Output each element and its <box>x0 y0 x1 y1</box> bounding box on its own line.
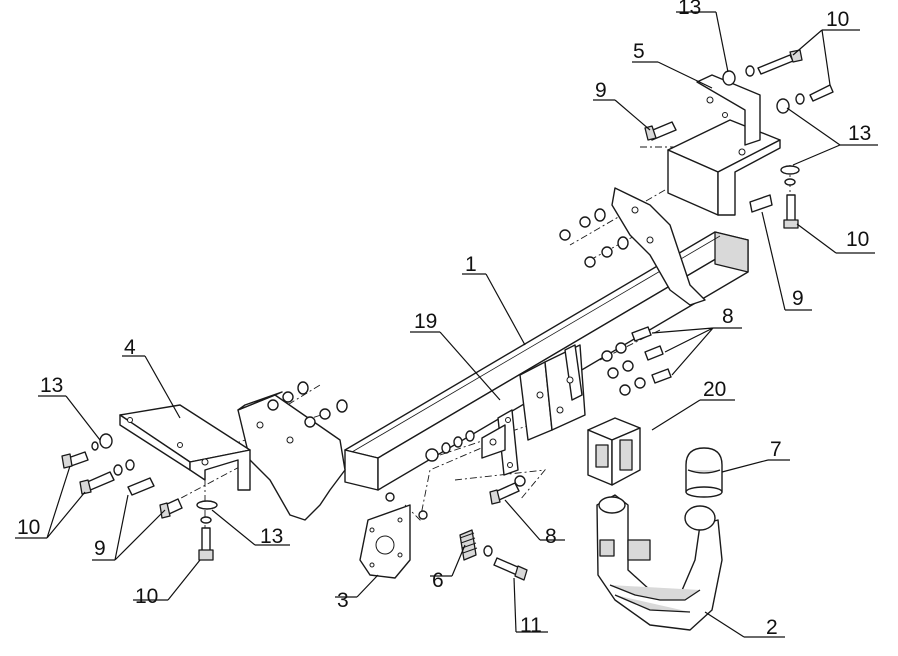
ball-cover-cap <box>685 447 723 498</box>
fasteners-mid-right <box>559 208 629 268</box>
callout-9-top: 9 <box>595 79 607 102</box>
callout-10-left: 10 <box>17 516 40 539</box>
callout-8-upper: 8 <box>722 305 734 328</box>
callout-labels: 1 2 3 4 5 6 7 8 8 9 9 9 10 10 10 10 11 1… <box>17 0 871 639</box>
callout-2: 2 <box>766 616 778 639</box>
right-side-plate <box>611 187 706 306</box>
callout-8-lower: 8 <box>545 525 557 548</box>
fasteners-8-group <box>601 326 672 396</box>
socket-plate <box>359 504 411 579</box>
socket-holder-plate <box>481 409 519 476</box>
callout-1: 1 <box>465 253 477 276</box>
tow-ball-arm <box>596 494 723 631</box>
callout-5: 5 <box>633 40 645 63</box>
left-side-plate <box>237 391 346 521</box>
left-mount-bracket <box>119 404 251 491</box>
callout-19: 19 <box>414 310 437 333</box>
fasteners-left <box>61 433 218 561</box>
center-mount-brackets <box>519 344 586 441</box>
callout-9-right: 9 <box>792 287 804 310</box>
callout-9-left: 9 <box>94 537 106 560</box>
fasteners-left-beam <box>267 381 348 428</box>
leader-lines <box>15 11 878 638</box>
callout-13-right: 13 <box>848 122 871 145</box>
callout-20: 20 <box>703 378 726 401</box>
callout-13-left: 13 <box>40 374 63 397</box>
callout-11: 11 <box>520 614 542 637</box>
callout-3: 3 <box>337 589 349 612</box>
callout-13-bottom: 13 <box>260 525 283 548</box>
callout-10-top: 10 <box>826 8 849 31</box>
right-mount-bracket <box>667 74 781 216</box>
fasteners-top-right <box>644 49 834 229</box>
fasteners-center <box>385 430 528 581</box>
callout-6: 6 <box>432 569 444 592</box>
callout-10-bottom: 10 <box>135 585 158 608</box>
electrical-module <box>587 417 641 486</box>
callout-10-right: 10 <box>846 228 869 251</box>
callout-13-top: 13 <box>678 0 701 19</box>
callout-7: 7 <box>770 438 782 461</box>
callout-4: 4 <box>124 336 136 359</box>
